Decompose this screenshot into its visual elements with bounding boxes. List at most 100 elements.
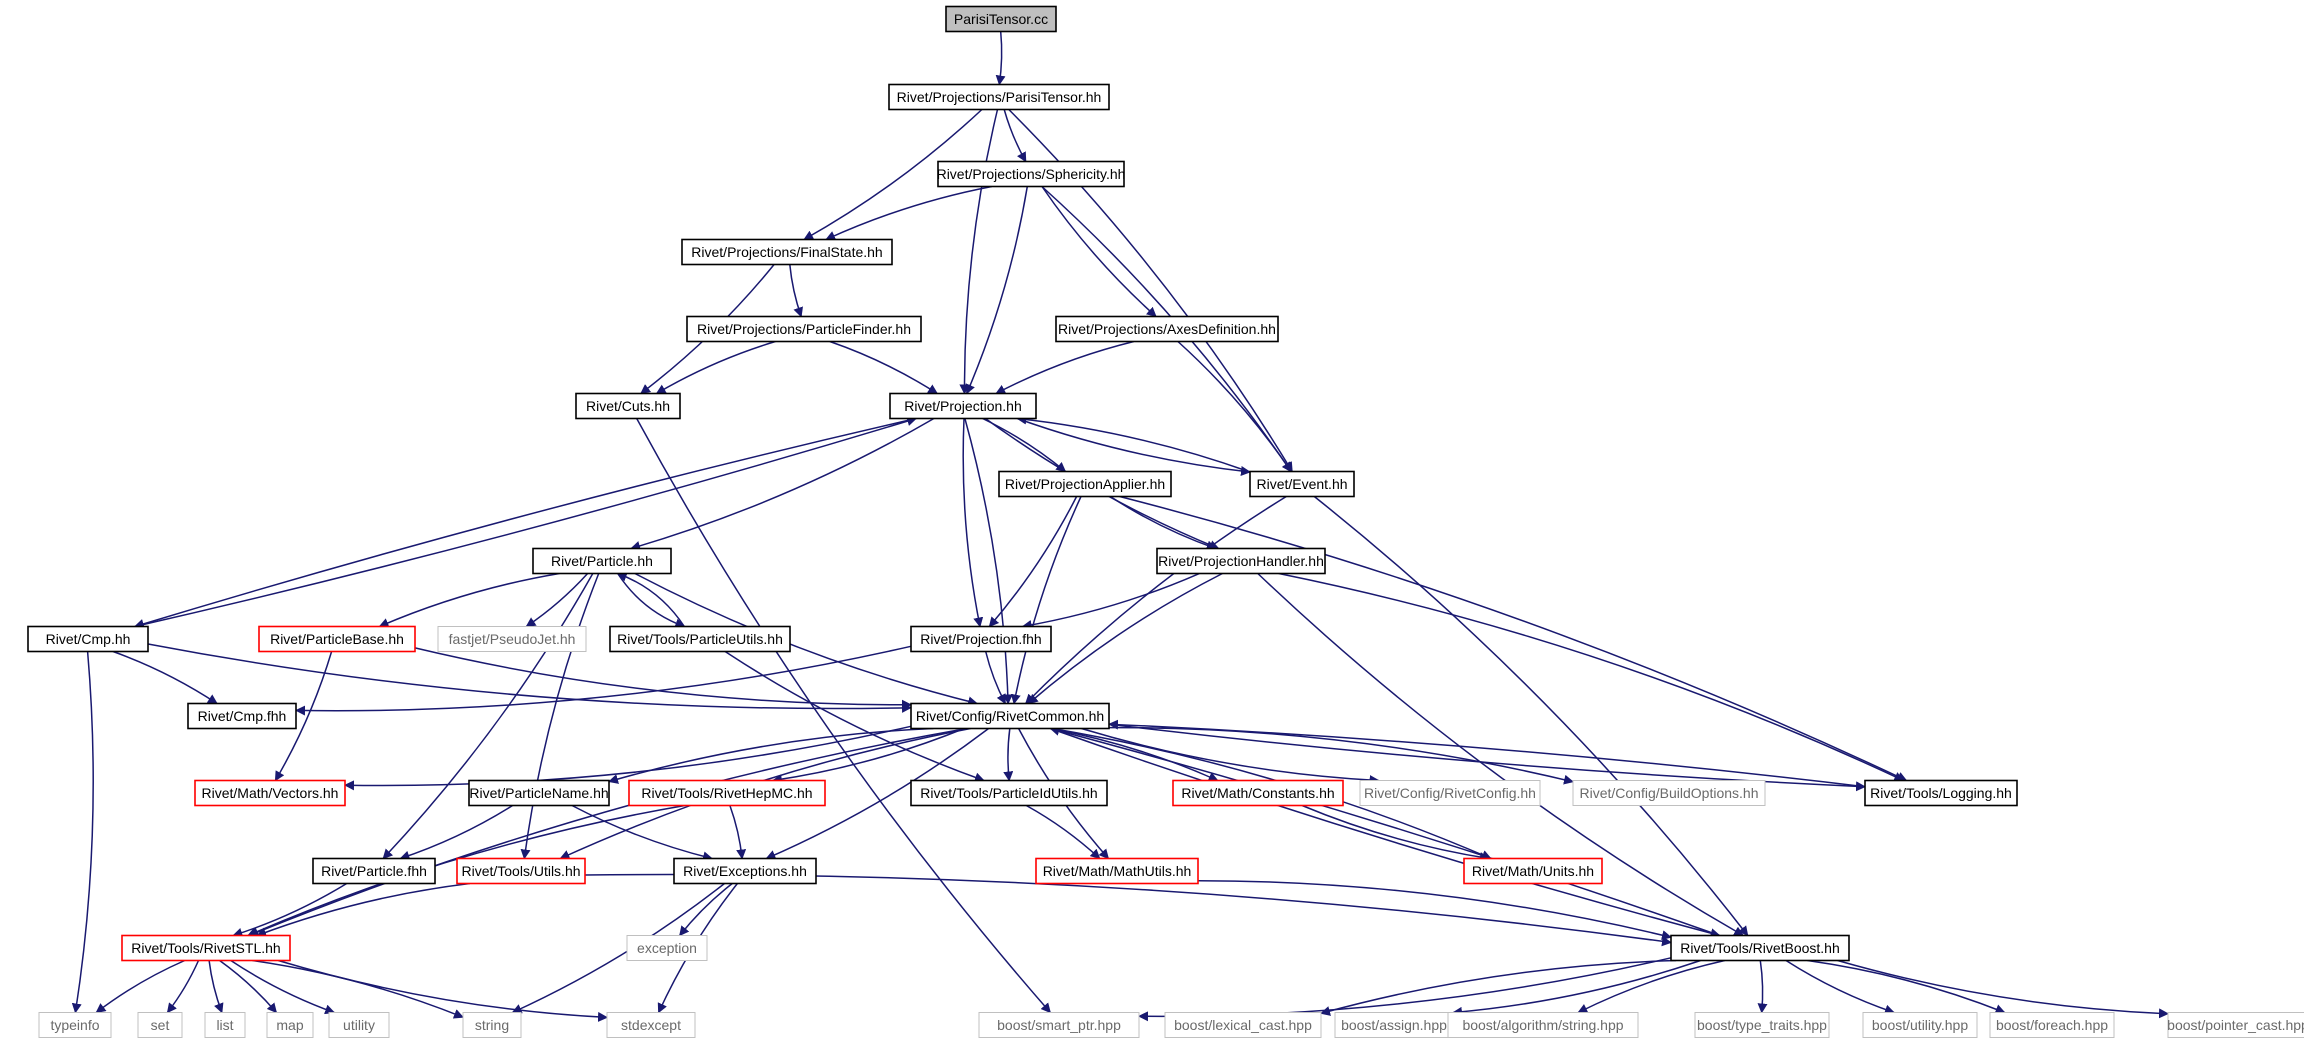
node-box xyxy=(681,238,893,266)
node-n2[interactable]: Rivet/Projections/Sphericity.hh xyxy=(937,160,1126,188)
node-n49[interactable]: boost/pointer_cast.hpp xyxy=(2167,1012,2304,1038)
node-n33[interactable]: Rivet/Tools/RivetSTL.hh xyxy=(121,934,291,962)
edge-n13-n18 xyxy=(414,647,912,710)
node-box xyxy=(462,1012,522,1038)
node-n21[interactable]: Rivet/Tools/RivetHepMC.hh xyxy=(628,779,826,807)
node-box xyxy=(978,1012,1140,1038)
edge-n5-n7 xyxy=(995,340,1135,395)
node-n13[interactable]: Rivet/ParticleBase.hh xyxy=(258,625,416,653)
node-n30[interactable]: Rivet/Math/MathUtils.hh xyxy=(1035,857,1199,885)
node-n47[interactable]: boost/utility.hpp xyxy=(1862,1012,1978,1038)
node-n45[interactable]: boost/algorithm/string.hpp xyxy=(1447,1012,1639,1038)
node-n40[interactable]: string xyxy=(462,1012,522,1038)
node-n43[interactable]: boost/lexical_cast.hpp xyxy=(1164,1012,1322,1038)
node-n24[interactable]: Rivet/Config/RivetConfig.hh xyxy=(1359,780,1541,806)
node-label: set xyxy=(151,1017,170,1033)
node-box xyxy=(2167,1012,2304,1038)
edge-n34-n47 xyxy=(1785,959,1895,1015)
node-n22[interactable]: Rivet/Tools/ParticleIdUtils.hh xyxy=(910,779,1108,807)
node-label: Rivet/Projection.hh xyxy=(904,398,1022,414)
node-n26[interactable]: Rivet/Tools/Logging.hh xyxy=(1864,779,2018,807)
node-box xyxy=(1862,1012,1978,1038)
node-box xyxy=(937,160,1125,188)
node-n16[interactable]: Rivet/Projection.fhh xyxy=(910,625,1052,653)
node-n41[interactable]: stdexcept xyxy=(606,1012,696,1038)
node-box xyxy=(609,625,791,653)
node-box xyxy=(945,5,1057,33)
edge-n27-n33 xyxy=(232,882,348,938)
edge-n10-n28 xyxy=(520,573,600,860)
node-n17[interactable]: Rivet/Cmp.fhh xyxy=(187,702,297,730)
edge-n34-n49 xyxy=(1837,959,2169,1019)
node-n18[interactable]: Rivet/Config/RivetCommon.hh xyxy=(910,702,1110,730)
node-n12[interactable]: Rivet/Cmp.hh xyxy=(27,625,149,653)
edge-n28-n33 xyxy=(256,882,470,938)
node-n38[interactable]: map xyxy=(266,1012,314,1038)
node-n32[interactable]: exception xyxy=(626,935,708,961)
node-box xyxy=(1035,857,1199,885)
node-box xyxy=(266,1012,314,1038)
edge-n11-n34 xyxy=(1257,572,1745,937)
node-box xyxy=(312,857,436,885)
edge-n10-n27 xyxy=(382,573,594,860)
node-n35[interactable]: typeinfo xyxy=(38,1012,112,1038)
node-n6[interactable]: Rivet/Cuts.hh xyxy=(575,392,681,420)
node-n10[interactable]: Rivet/Particle.hh xyxy=(532,547,672,575)
node-n27[interactable]: Rivet/Particle.fhh xyxy=(312,857,436,885)
node-label: ParisiTensor.cc xyxy=(954,11,1048,27)
node-n46[interactable]: boost/type_traits.hpp xyxy=(1694,1012,1830,1038)
edge-n34-n18 xyxy=(1049,725,1720,937)
node-label: typeinfo xyxy=(50,1017,99,1033)
edge-n20-n29 xyxy=(571,804,713,862)
node-label: Rivet/Math/Units.hh xyxy=(1472,863,1594,879)
node-n9[interactable]: Rivet/ProjectionApplier.hh xyxy=(998,470,1172,498)
node-box xyxy=(606,1012,696,1038)
edge-n8-n7 xyxy=(1016,414,1251,473)
node-label: Rivet/Event.hh xyxy=(1256,476,1347,492)
node-n20[interactable]: Rivet/ParticleName.hh xyxy=(468,779,610,807)
node-n29[interactable]: Rivet/Exceptions.hh xyxy=(673,857,817,885)
node-label: exception xyxy=(637,940,697,956)
node-n44[interactable]: boost/assign.hpp xyxy=(1334,1012,1454,1038)
edge-n26-n18 xyxy=(1108,719,1866,788)
node-n19[interactable]: Rivet/Math/Vectors.hh xyxy=(194,779,346,807)
node-n25[interactable]: Rivet/Config/BuildOptions.hh xyxy=(1572,780,1766,806)
node-n34[interactable]: Rivet/Tools/RivetBoost.hh xyxy=(1670,934,1850,962)
edge-n18-n22 xyxy=(1003,728,1014,782)
node-box xyxy=(532,547,672,575)
node-n11[interactable]: Rivet/ProjectionHandler.hh xyxy=(1156,547,1326,575)
node-box xyxy=(998,470,1172,498)
node-n37[interactable]: list xyxy=(204,1012,246,1038)
node-label: Rivet/Projections/FinalState.hh xyxy=(691,244,882,260)
edge-n34-n43 xyxy=(1320,959,1677,1016)
node-n4[interactable]: Rivet/Projections/ParticleFinder.hh xyxy=(686,315,922,343)
node-n3[interactable]: Rivet/Projections/FinalState.hh xyxy=(681,238,893,266)
node-label: Rivet/Tools/RivetSTL.hh xyxy=(131,940,280,956)
node-n8[interactable]: Rivet/Event.hh xyxy=(1249,470,1355,498)
node-n23[interactable]: Rivet/Math/Constants.hh xyxy=(1172,779,1344,807)
node-n1[interactable]: Rivet/Projections/ParisiTensor.hh xyxy=(888,83,1110,111)
node-n36[interactable]: set xyxy=(137,1012,183,1038)
node-label: Rivet/Particle.hh xyxy=(551,553,653,569)
node-n15[interactable]: Rivet/Tools/ParticleUtils.hh xyxy=(609,625,791,653)
node-box xyxy=(456,857,586,885)
node-n7[interactable]: Rivet/Projection.hh xyxy=(889,392,1037,420)
edge-n18-n24 xyxy=(1081,727,1380,786)
node-n42[interactable]: boost/smart_ptr.hpp xyxy=(978,1012,1140,1038)
node-box xyxy=(121,934,291,962)
node-n39[interactable]: utility xyxy=(328,1012,390,1038)
node-n31[interactable]: Rivet/Math/Units.hh xyxy=(1463,857,1603,885)
node-label: Rivet/Config/BuildOptions.hh xyxy=(1580,785,1759,801)
node-n28[interactable]: Rivet/Tools/Utils.hh xyxy=(456,857,586,885)
node-box xyxy=(626,935,708,961)
node-label: Rivet/Projections/ParisiTensor.hh xyxy=(897,89,1102,105)
node-n5[interactable]: Rivet/Projections/AxesDefinition.hh xyxy=(1055,315,1279,343)
edge-n4-n6 xyxy=(655,340,776,395)
node-box xyxy=(204,1012,246,1038)
node-n48[interactable]: boost/foreach.hpp xyxy=(1989,1012,2115,1038)
node-n0[interactable]: ParisiTensor.cc xyxy=(945,5,1057,33)
edge-n29-n32 xyxy=(679,882,733,937)
node-label: Rivet/Projections/AxesDefinition.hh xyxy=(1058,321,1276,337)
node-n14[interactable]: fastjet/PseudoJet.hh xyxy=(437,626,587,652)
